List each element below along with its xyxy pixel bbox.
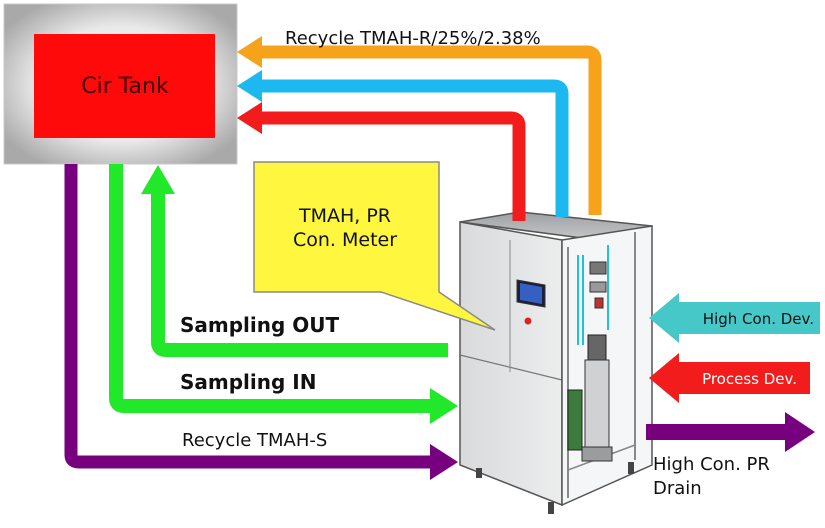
- cir-tank: Cir Tank: [3, 3, 238, 165]
- recycle-r-label: Recycle TMAH-R/25%/2.38%: [285, 28, 541, 49]
- cyan-return-arrow: [237, 70, 569, 217]
- meter-callout-line2: Con. Meter: [293, 229, 397, 251]
- filter-icon: [567, 389, 583, 451]
- process-dev-label: Process Dev.: [702, 370, 797, 388]
- high-con-dev-label: High Con. Dev.: [703, 310, 814, 328]
- drain-label-line1: High Con. PR: [653, 454, 770, 475]
- meter-callout-line1: TMAH, PR: [298, 205, 391, 227]
- high-con-dev-arrow: High Con. Dev.: [649, 293, 820, 343]
- red-return-arrow: [237, 102, 526, 221]
- drain-label-line2: Drain: [653, 478, 702, 499]
- sensor-icon: [594, 297, 604, 309]
- recycle-s-arrow: [64, 164, 458, 480]
- drain-arrow: [646, 412, 815, 452]
- sampling-out-arrow: [141, 165, 448, 357]
- valve-icon: [589, 261, 607, 275]
- sampling-in-label: Sampling IN: [180, 370, 316, 394]
- cir-tank-body: [34, 34, 215, 138]
- cir-tank-label: Cir Tank: [81, 74, 169, 99]
- sampling-out-label: Sampling OUT: [180, 313, 340, 337]
- pump-motor-icon: [587, 334, 607, 361]
- recycle-s-label: Recycle TMAH-S: [182, 430, 327, 451]
- emergency-stop-icon: [524, 317, 532, 325]
- meter-callout: TMAH, PR Con. Meter: [253, 161, 496, 331]
- meter-icon: [589, 281, 607, 293]
- pump-body-icon: [584, 359, 610, 449]
- treatment-cabinet: [459, 211, 653, 514]
- control-screen-display: [520, 283, 542, 304]
- process-dev-arrow: Process Dev.: [649, 353, 810, 403]
- sampling-in-arrow: [109, 164, 458, 424]
- recycle-r-arrow: [237, 36, 602, 215]
